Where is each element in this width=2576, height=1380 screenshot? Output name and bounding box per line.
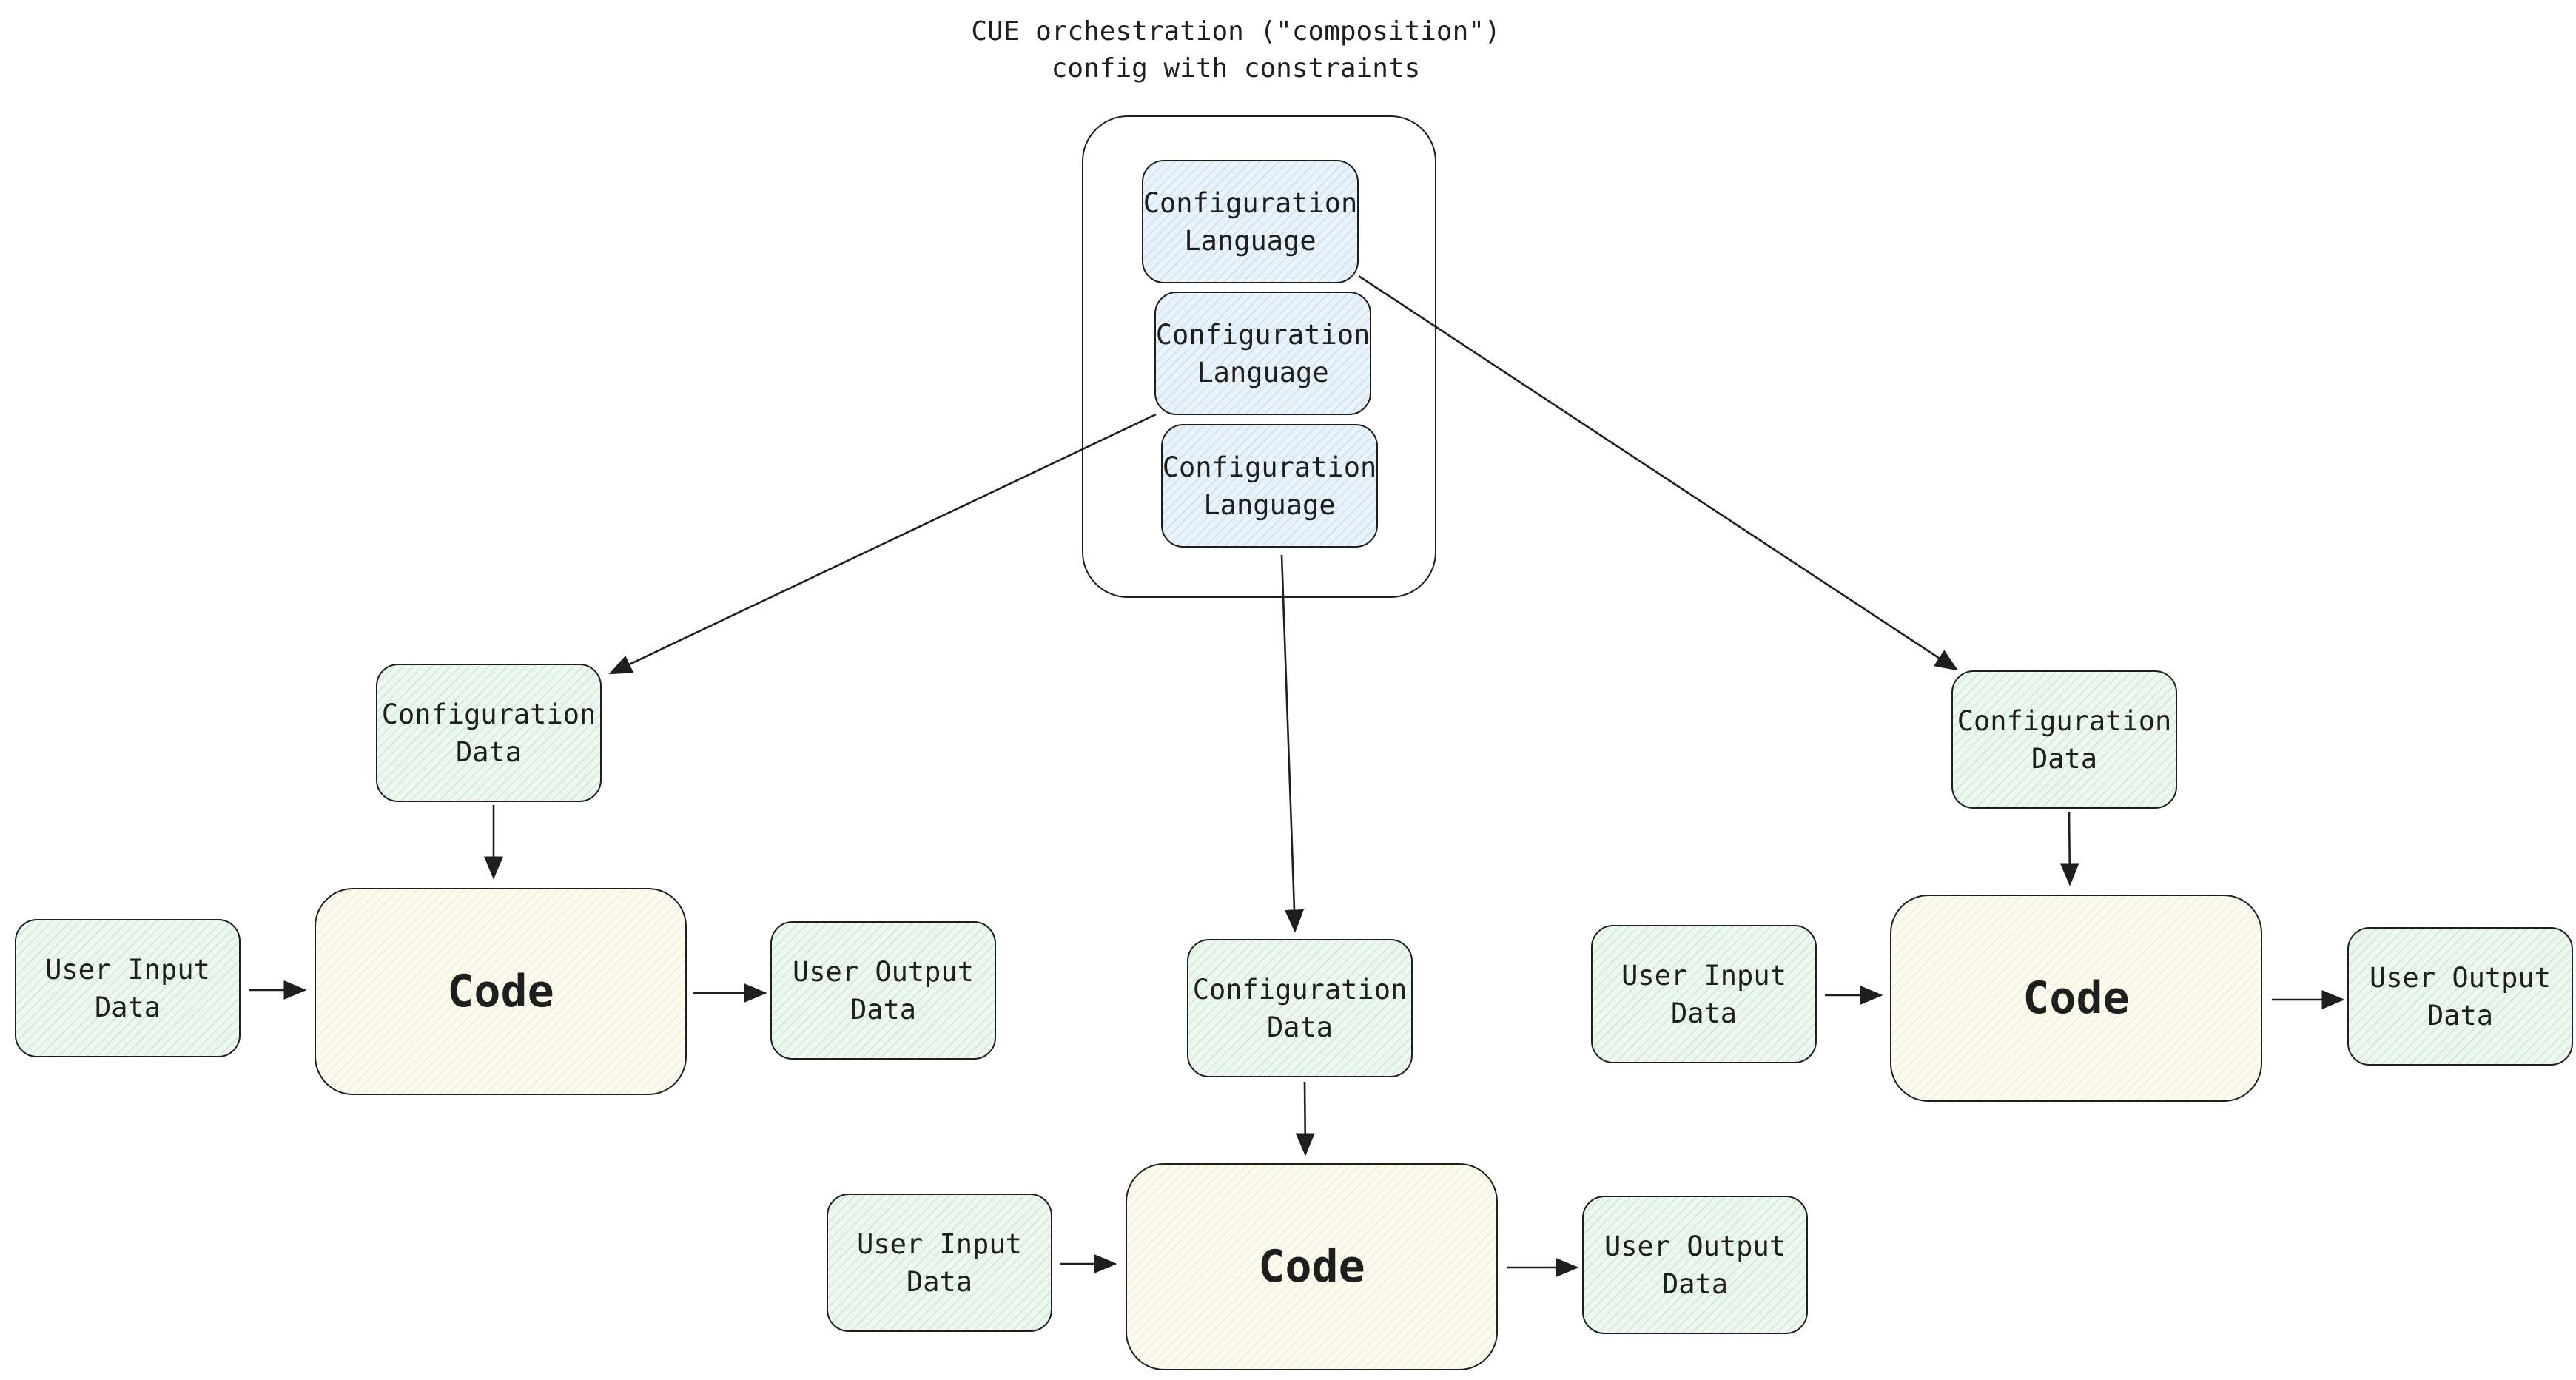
code-node-center: Code: [1126, 1163, 1498, 1370]
title-line-1: CUE orchestration ("composition"): [971, 16, 1501, 47]
user-output-data-node-left: User Output Data: [770, 921, 996, 1060]
diagram-title: CUE orchestration ("composition") config…: [866, 13, 1606, 87]
configuration-language-node-2: Configuration Language: [1154, 292, 1371, 415]
code-node-right: Code: [1890, 895, 2262, 1102]
orchestration-group: [1082, 115, 1436, 598]
configuration-language-node-1: Configuration Language: [1142, 160, 1359, 283]
code-node-left: Code: [315, 888, 687, 1095]
user-input-data-node-right: User Input Data: [1591, 925, 1817, 1063]
configuration-data-node-left: Configuration Data: [376, 664, 602, 802]
user-input-data-node-center: User Input Data: [827, 1194, 1052, 1332]
configuration-data-node-right: Configuration Data: [1951, 670, 2177, 809]
title-line-2: config with constraints: [1051, 53, 1421, 84]
configuration-language-node-3: Configuration Language: [1161, 424, 1378, 548]
user-output-data-node-right: User Output Data: [2347, 927, 2573, 1066]
user-output-data-node-center: User Output Data: [1582, 1196, 1808, 1334]
configuration-data-node-center: Configuration Data: [1187, 939, 1413, 1077]
user-input-data-node-left: User Input Data: [15, 919, 241, 1057]
arrow-language-to-config-right: [1358, 275, 1959, 671]
arrow-config-to-code-right: [2059, 811, 2079, 886]
arrow-language-to-config-center: [1280, 554, 1304, 933]
arrow-language-to-config-left: [608, 413, 1157, 675]
